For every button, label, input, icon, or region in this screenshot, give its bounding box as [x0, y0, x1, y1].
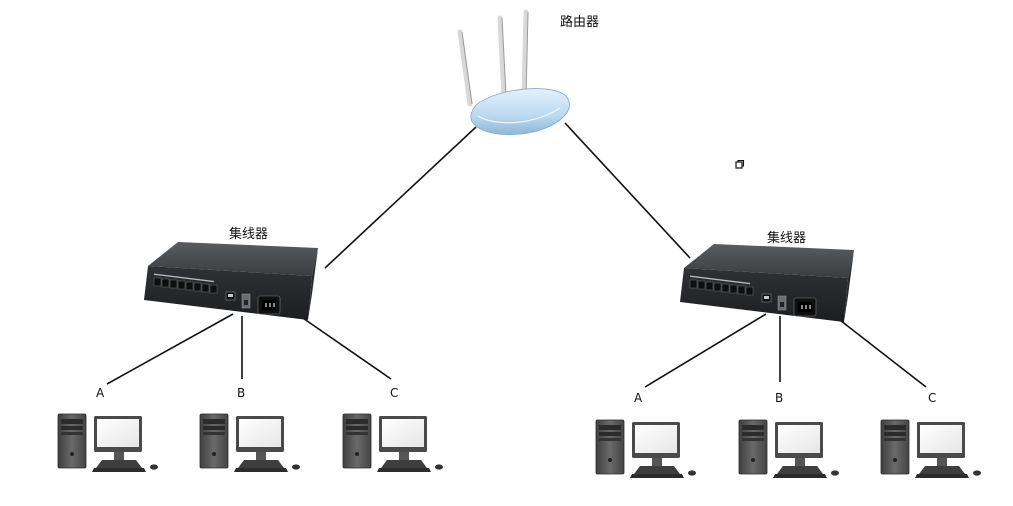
link-hub-left-a: [106, 313, 234, 385]
hub-left-label: 集线器: [229, 226, 268, 242]
hub-left: 集线器: [143, 226, 319, 321]
computer-icon: [57, 413, 159, 473]
port-label-right-b: B: [775, 391, 783, 405]
link-hub-right-c: [835, 316, 927, 388]
link-hub-right-a: [644, 313, 767, 388]
link-router-hub-left: [324, 126, 477, 269]
window-restore-icon[interactable]: [735, 159, 745, 169]
port-label-left-a: A: [96, 386, 105, 400]
port-label-right-c: C: [928, 391, 936, 405]
hub-icon: [679, 243, 855, 323]
port-label-left-c: C: [390, 386, 398, 400]
connection-lines: [106, 122, 927, 388]
hub-right: 集线器: [679, 230, 855, 323]
router-label: 路由器: [560, 14, 599, 30]
router-icon: [457, 9, 570, 135]
port-label-right-a: A: [634, 391, 643, 405]
computer-icon: [595, 419, 697, 479]
computer-icon: [738, 419, 840, 479]
link-hub-left-c: [296, 313, 392, 380]
port-label-left-b: B: [237, 386, 245, 400]
hub-icon: [143, 241, 319, 321]
computer-icon: [342, 413, 444, 473]
hub-right-label: 集线器: [767, 230, 806, 246]
link-router-hub-right: [564, 122, 691, 259]
computer-icon: [199, 413, 301, 473]
computer-icon: [880, 419, 982, 479]
